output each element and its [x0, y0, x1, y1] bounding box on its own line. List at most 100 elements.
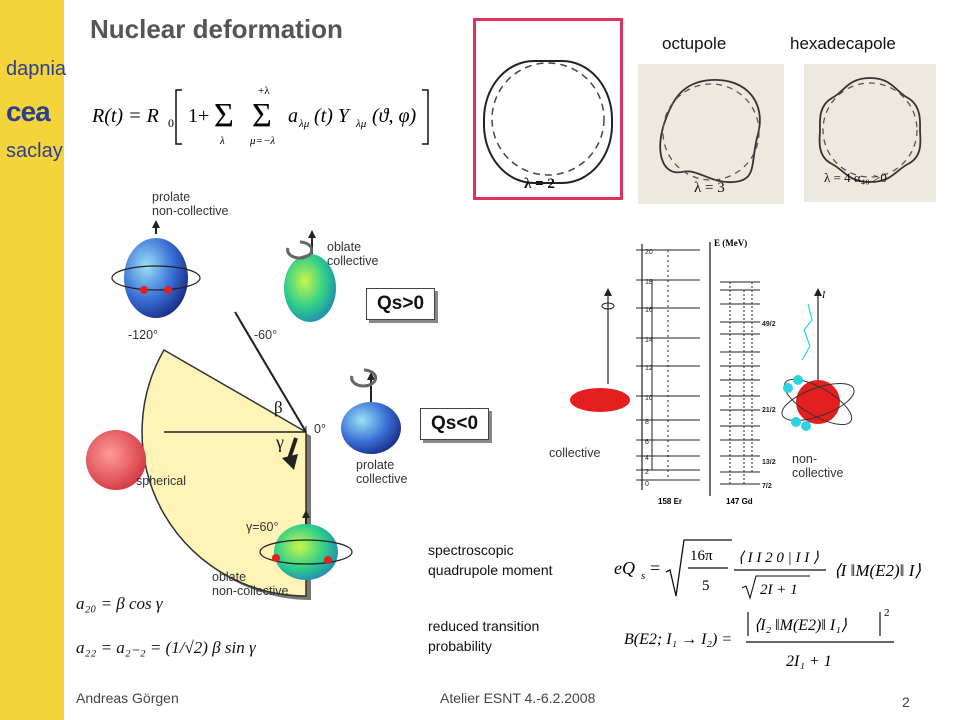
spin-axis-label: I	[821, 290, 826, 301]
hexadecapole-sphere	[822, 82, 918, 178]
beta-gamma-diagram	[86, 220, 401, 600]
quadrupole-sphere	[491, 62, 605, 176]
hexadecapole-deformed	[818, 77, 922, 183]
label-angle-m120: -120°	[128, 328, 159, 342]
svg-text:4: 4	[645, 455, 649, 462]
page-title: Nuclear deformation	[90, 14, 343, 44]
svg-text:λμ: λμ	[355, 118, 367, 130]
gd-levels	[720, 281, 760, 485]
spectroscopic-formula: eQ s = 16π 5 ⟨ I I 2 0 | I I ⟩ 2I + 1 ⟨I…	[614, 539, 921, 600]
octupole-panel: λ = 3	[638, 64, 784, 204]
svg-text:20: 20	[645, 249, 653, 256]
gd-label: 147 Gd	[726, 497, 753, 506]
reduced-formula: B(E2; I₁ → I₂) = ⟨I₂ ‖M(E2)‖ I₁⟩ 2 2I₁ +…	[624, 607, 894, 670]
oblate-collective-shape	[284, 254, 336, 322]
svg-text:16: 16	[645, 307, 653, 314]
svg-text:μ=−λ: μ=−λ	[249, 135, 275, 147]
svg-text:λ: λ	[219, 135, 225, 147]
gamma-sector	[141, 348, 307, 597]
label-gamma: γ	[276, 432, 284, 452]
hexadecapole-panel: λ = 4 α₄₀ >0	[804, 64, 936, 202]
svg-text:⟨I ‖M(E2)‖ I⟩: ⟨I ‖M(E2)‖ I⟩	[834, 561, 921, 580]
octupole-sphere	[662, 83, 760, 181]
label-octupole: octupole	[662, 34, 727, 53]
prolate-noncollective-shape	[124, 238, 188, 318]
er-ticks: 20 18 16 14 12 10 8 6 4 2 0	[645, 249, 653, 488]
svg-text:=: =	[650, 558, 660, 578]
svg-text:Σ: Σ	[214, 97, 234, 134]
svg-text:(ϑ, φ): (ϑ, φ)	[372, 105, 417, 127]
svg-text:6: 6	[645, 439, 649, 446]
svg-text:14: 14	[645, 337, 653, 344]
energy-axis-label: E (MeV)	[714, 238, 747, 248]
svg-text:⟨I₂ ‖M(E2)‖ I₁⟩: ⟨I₂ ‖M(E2)‖ I₁⟩	[754, 617, 848, 634]
gd-spins: 49/2 21/2 13/2 7/2	[762, 321, 776, 490]
hexadecapole-caption: λ = 4 α₄₀ >0	[824, 170, 887, 185]
qs-negative-box: Qs<0	[420, 408, 490, 440]
svg-text:Σ: Σ	[252, 97, 272, 134]
svg-text:0: 0	[645, 481, 649, 488]
svg-text:18: 18	[645, 279, 653, 286]
logo-saclay: saclay	[6, 140, 63, 162]
spherical-shape	[86, 430, 146, 490]
svg-text:2: 2	[884, 607, 890, 619]
qs-positive-box: Qs>0	[366, 288, 436, 320]
svg-text:8: 8	[645, 419, 649, 426]
svg-text:eQ: eQ	[614, 558, 635, 578]
svg-text:2I + 1: 2I + 1	[760, 582, 798, 598]
deformation-formula: R(t) = R 0 1+ Σ λ Σ +λ μ=−λ a λμ (t) Y λ…	[91, 82, 432, 152]
svg-text:R(t) = R: R(t) = R	[92, 105, 159, 127]
svg-text:7/2: 7/2	[762, 483, 772, 490]
svg-text:λμ: λμ	[298, 118, 310, 130]
collective-nucleus	[570, 388, 630, 412]
svg-text:1+: 1+	[188, 105, 209, 127]
svg-text:12: 12	[645, 365, 653, 372]
svg-text:2I₁ + 1: 2I₁ + 1	[786, 653, 832, 670]
svg-text:+λ: +λ	[258, 85, 270, 97]
formula-a22: a₂₂ = a₂₋₂ = (1/√2) β sin γ	[76, 638, 256, 657]
quadrupole-panel: λ = 2	[473, 18, 623, 200]
logo-cea: cea	[6, 96, 51, 127]
line-m60	[239, 320, 307, 433]
svg-text:49/2: 49/2	[762, 321, 776, 328]
svg-text:2: 2	[645, 469, 649, 476]
footer-event: Atelier ESNT 4.-6.2.2008	[440, 690, 596, 706]
svg-text:B(E2; I₁ → I₂) =: B(E2; I₁ → I₂) =	[624, 631, 732, 648]
sidebar: dapnia cea saclay	[0, 0, 67, 720]
svg-text:0: 0	[168, 116, 174, 130]
label-beta: β	[274, 398, 283, 417]
label-noncollective: non-collective	[792, 452, 844, 480]
level-scheme: 20 18 16 14 12 10 8 6 4 2 0 158 Er E (MeV) 49…	[570, 238, 855, 506]
label-angle-gamma60: γ=60°	[246, 520, 279, 534]
svg-text:(t) Y: (t) Y	[314, 105, 351, 127]
label-spherical: spherical	[136, 474, 187, 488]
svg-text:16π: 16π	[690, 548, 713, 564]
formula-a20: a₂₀ = β cos γ	[76, 594, 163, 613]
svg-text:5: 5	[702, 578, 710, 594]
label-angle-0: 0°	[314, 422, 326, 436]
footer-author: Andreas Görgen	[76, 690, 179, 706]
prolate-collective-shape	[341, 402, 401, 454]
logo-dapnia: dapnia	[6, 58, 67, 80]
er-levels	[636, 249, 700, 481]
page-number: 2	[902, 694, 910, 710]
svg-text:10: 10	[645, 395, 653, 402]
quadrupole-caption: λ = 2	[524, 176, 555, 192]
oblate-noncollective-shape	[274, 524, 338, 580]
label-angle-m60: -60°	[254, 328, 278, 342]
svg-text:13/2: 13/2	[762, 459, 776, 466]
svg-text:s: s	[641, 570, 645, 582]
octupole-caption: λ = 3	[694, 180, 725, 196]
svg-text:⟨ I I 2 0 | I I ⟩: ⟨ I I 2 0 | I I ⟩	[738, 550, 819, 566]
label-collective: collective	[549, 446, 601, 460]
svg-text:a: a	[288, 105, 298, 127]
er-label: 158 Er	[658, 497, 682, 506]
octupole-deformed	[659, 79, 761, 183]
quadrupole-deformed	[483, 60, 613, 184]
svg-text:21/2: 21/2	[762, 407, 776, 414]
